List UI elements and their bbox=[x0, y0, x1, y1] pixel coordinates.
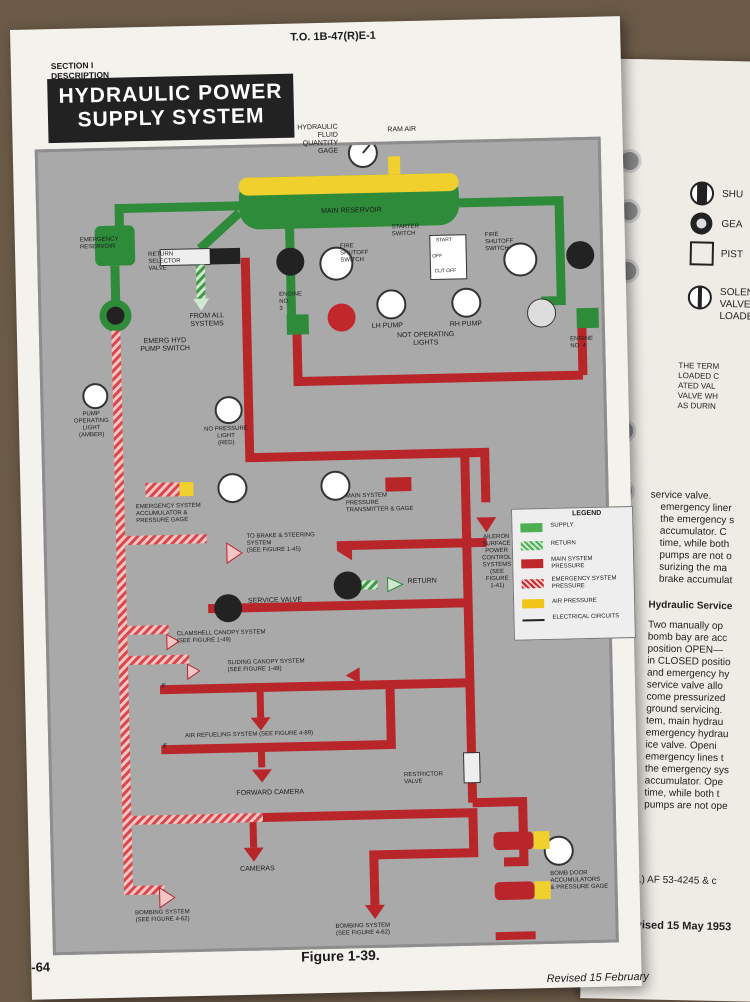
tech-order-number: T.O. 1B-47(R)E-1 bbox=[290, 29, 376, 44]
return-label: RETURN bbox=[407, 577, 437, 586]
main-gage bbox=[320, 470, 351, 501]
service-valve bbox=[333, 571, 362, 600]
legend-swatch bbox=[522, 599, 545, 609]
legend-label: RETURN bbox=[550, 540, 576, 547]
legend-label: MAIN SYSTEM PRESSURE bbox=[551, 555, 593, 570]
symbol-label: LOADED bbox=[719, 310, 750, 323]
paragraph-line: brake accumulat bbox=[658, 573, 733, 587]
engine-3 bbox=[286, 314, 309, 335]
cameras-label: CAMERAS bbox=[240, 865, 275, 873]
legend-swatch bbox=[521, 559, 544, 569]
emergency-reservoir bbox=[94, 225, 136, 266]
bombing-right-label: BOMBING SYSTEM(SEE FIGURE 4-62) bbox=[335, 922, 391, 937]
legend-label: EMERGENCY SYSTEM PRESSURE bbox=[551, 575, 617, 590]
start-label: START bbox=[435, 237, 452, 244]
legend-swatch bbox=[521, 579, 544, 589]
no-pressure-light bbox=[214, 396, 243, 425]
revised-date: Revised 15 February bbox=[546, 970, 649, 986]
legend-label: AIR PRESSURE bbox=[552, 597, 597, 605]
symbol-label: VALVES bbox=[719, 298, 750, 311]
fire-switch-left bbox=[319, 246, 354, 281]
legend-swatch bbox=[520, 541, 543, 551]
page-number: -64 bbox=[31, 959, 51, 975]
symbol-label: GEA bbox=[721, 218, 743, 231]
legend: LEGEND SUPPLY RETURN MAIN SYSTEM PRESSUR… bbox=[510, 505, 636, 641]
lh-pump-light bbox=[376, 289, 407, 320]
figure-caption: Figure 1-39. bbox=[300, 946, 380, 965]
section-heading: Hydraulic Service bbox=[648, 599, 733, 613]
legend-title: LEGEND bbox=[572, 509, 602, 518]
adjacent-page: SHU GEA PIST SOLENO VALVES LOADED THE TE… bbox=[580, 58, 750, 1002]
engine-4 bbox=[576, 307, 599, 329]
symbol-label: SHU bbox=[721, 188, 744, 201]
pump-light bbox=[82, 383, 109, 410]
bomb-door-gage bbox=[543, 835, 574, 866]
paragraph-line: pumps are not ope bbox=[644, 799, 728, 813]
sliding-canopy-label: SLIDING CANOPY SYSTEM(SEE FIGURE 1-48) bbox=[227, 658, 305, 674]
symbol-label: PIST bbox=[720, 248, 744, 261]
fire-switch-right bbox=[503, 242, 538, 277]
main-reservoir bbox=[238, 156, 460, 230]
rh-pump-label: RH PUMP bbox=[449, 320, 483, 329]
note-line: AS DURIN bbox=[677, 401, 716, 411]
bombing-left-label: BOMBING SYSTEM(SEE FIGURE 4-62) bbox=[135, 909, 190, 924]
cut-off-label: CUT OFF bbox=[434, 267, 457, 275]
main-reservoir-label: MAIN RESERVOIR bbox=[321, 206, 382, 215]
starter-switch bbox=[429, 234, 468, 281]
fire-shutoff-valve bbox=[566, 241, 595, 270]
lh-pump-label: LH PUMP bbox=[371, 322, 404, 330]
rh-pump-light bbox=[451, 287, 482, 318]
lh-pump bbox=[327, 303, 356, 332]
f-marker: F bbox=[163, 743, 168, 750]
legend-swatch bbox=[520, 523, 543, 533]
footnote: (1) AF 53-4245 & c bbox=[632, 874, 717, 887]
f-marker: F bbox=[161, 683, 166, 690]
clamshell-label: CLAMSHELL CANOPY SYSTEM(SEE FIGURE 1-49) bbox=[176, 629, 266, 645]
off-label: OFF bbox=[432, 253, 443, 260]
legend-swatch bbox=[522, 619, 545, 622]
ram-air-label: RAM AIR bbox=[387, 125, 417, 134]
rh-pump bbox=[527, 298, 557, 328]
legend-label: SUPPLY bbox=[550, 522, 574, 529]
legend-label: ELECTRICAL CIRCUITS bbox=[552, 613, 620, 621]
fire-shutoff-valve bbox=[276, 247, 305, 276]
service-valve-label: SERVICE VALVE bbox=[247, 596, 303, 605]
symbol-label: SOLENO bbox=[719, 286, 750, 299]
emergency-gage bbox=[217, 473, 248, 504]
fluid-quantity-gage bbox=[347, 139, 378, 169]
